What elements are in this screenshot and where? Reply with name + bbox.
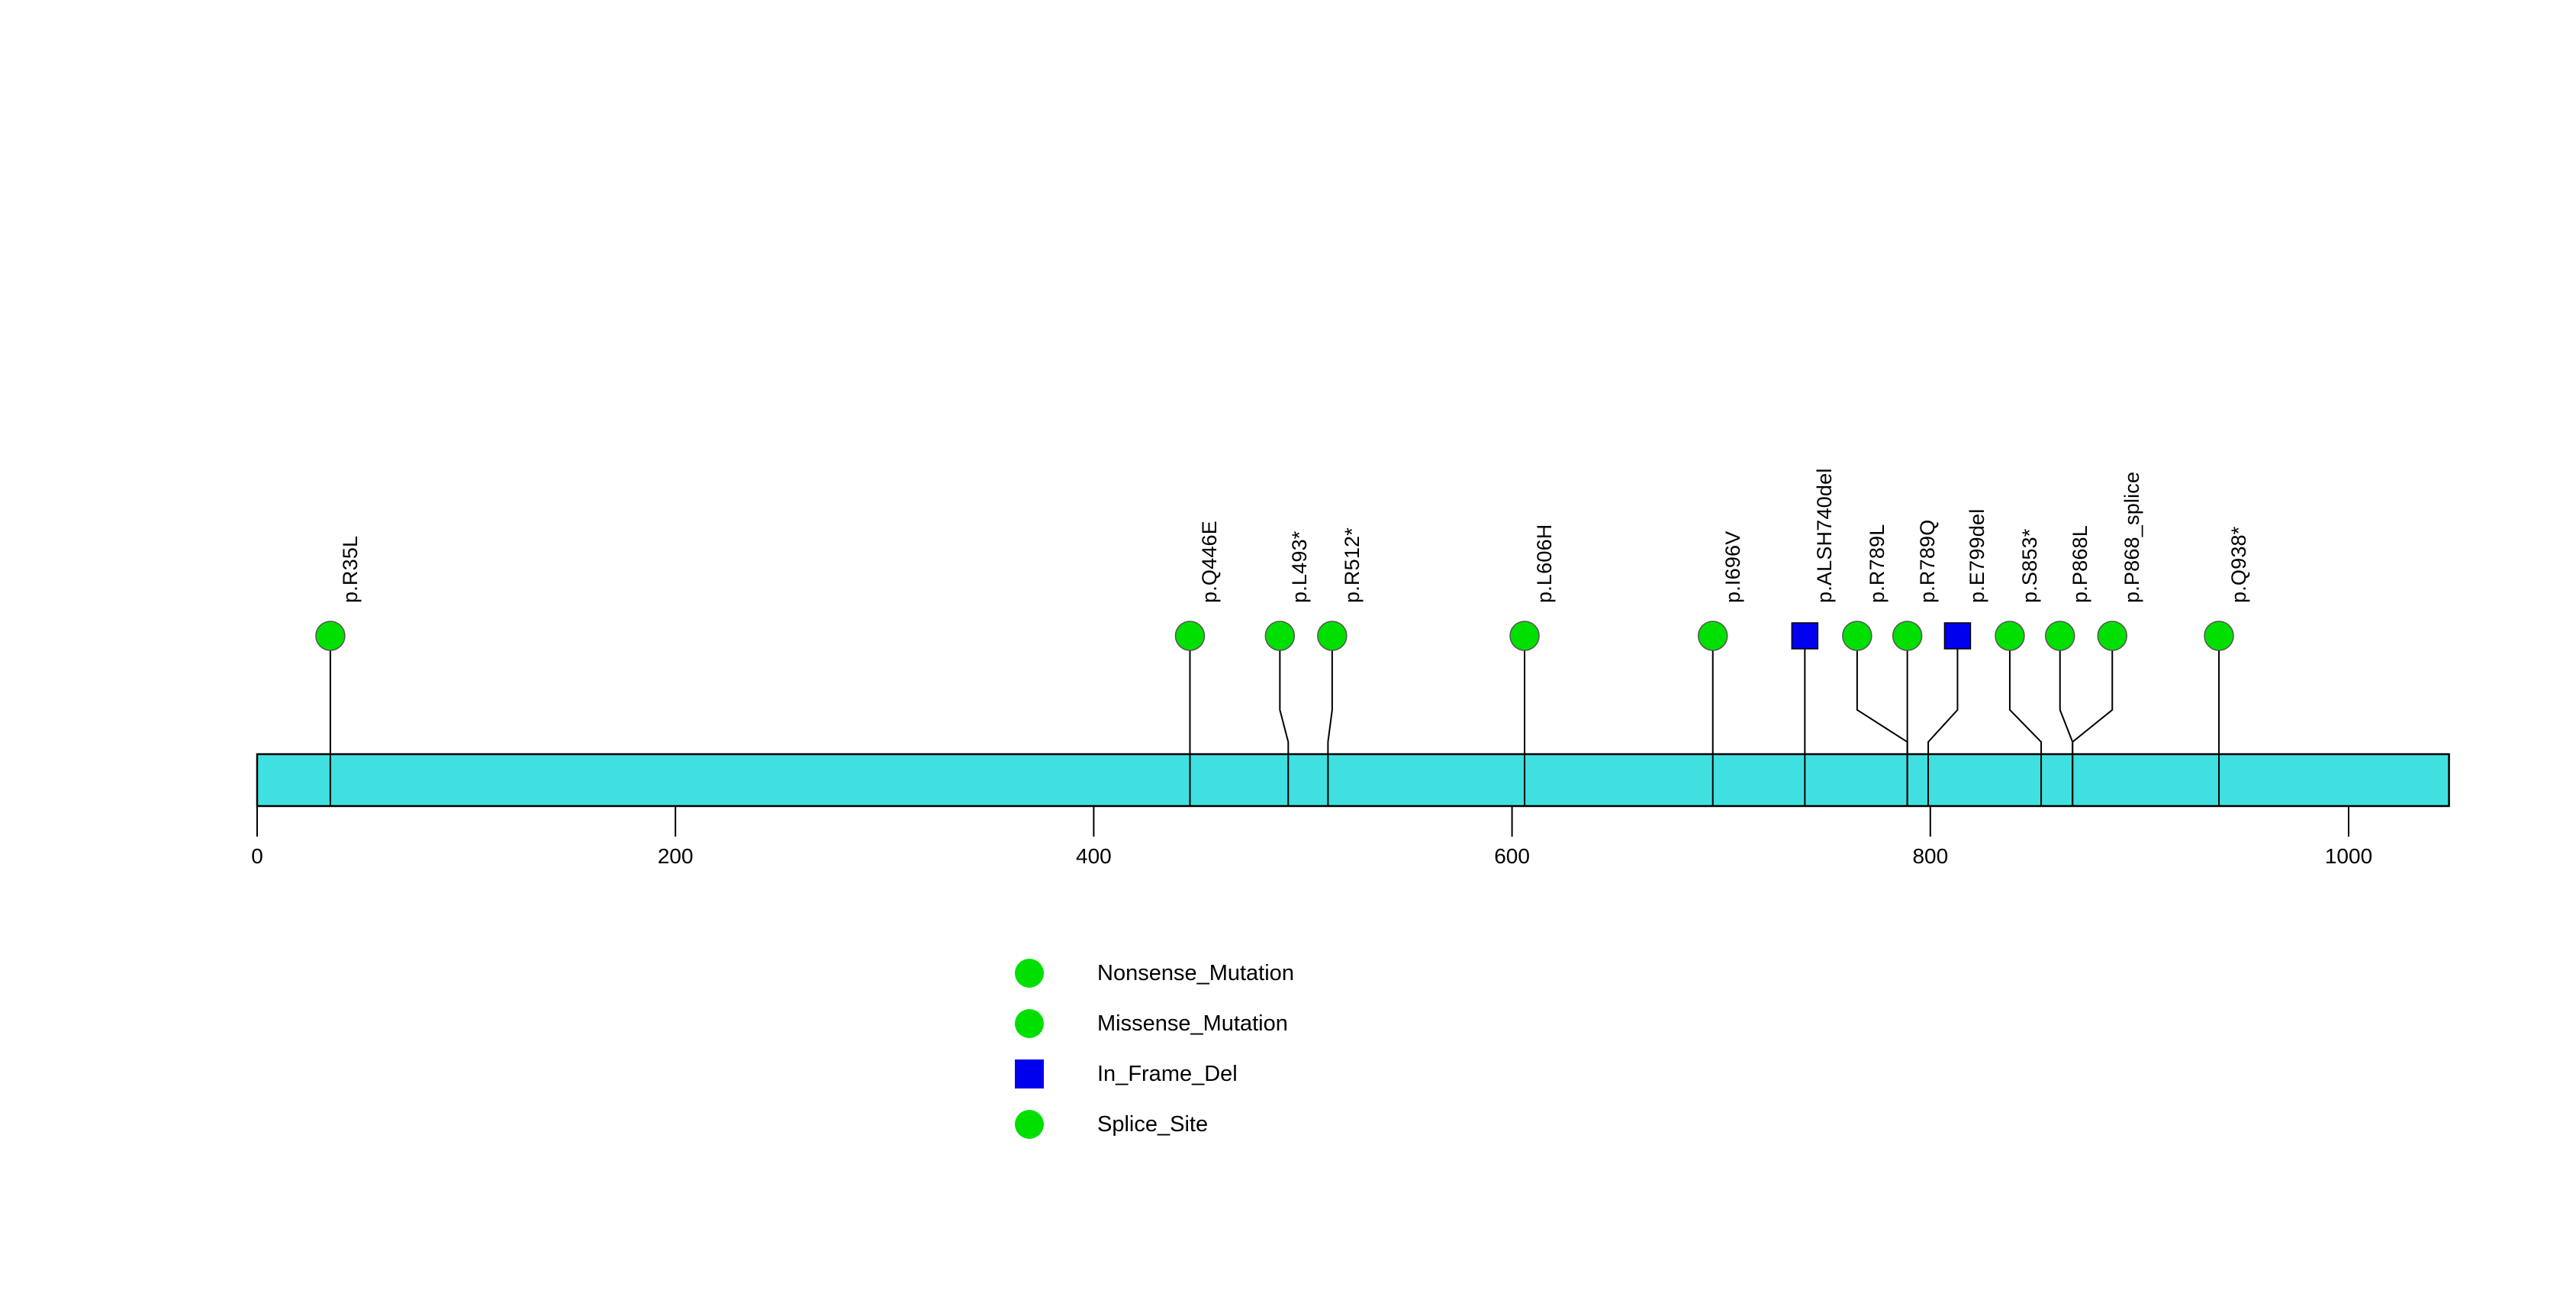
lollipop-head[interactable] [2204, 621, 2234, 651]
lollipop-marker[interactable] [1264, 621, 1296, 806]
axis-tick-label: 600 [1494, 844, 1530, 868]
lollipop-head[interactable] [315, 621, 346, 651]
lollipop-stem [2072, 636, 2114, 806]
lollipop-head[interactable] [1174, 621, 1206, 651]
legend-label: In_Frame_Del [1097, 1062, 1238, 1086]
legend-label: Splice_Site [1097, 1112, 1209, 1137]
lollipop-marker[interactable] [1892, 621, 1923, 806]
lollipop-head[interactable] [1509, 621, 1540, 651]
lollipop-stem [1927, 636, 1959, 806]
mutation-label: p.Q938* [2227, 526, 2251, 603]
axis-tick-label: 400 [1076, 844, 1112, 868]
mutation-label: p.I696V [1721, 531, 1744, 603]
lollipop-marker[interactable] [1995, 621, 2043, 806]
lollipop-marker[interactable] [2204, 621, 2234, 806]
mutation-label: p.R789L [1865, 524, 1889, 603]
lollipop-head[interactable] [1842, 621, 1872, 651]
mutation-label: p.ALSH740del [1813, 468, 1837, 603]
lollipop-marker[interactable] [1174, 621, 1206, 806]
lollipop-stem [1327, 636, 1333, 806]
lollipop-stem [1279, 636, 1290, 806]
mutation-label: p.S853* [2017, 528, 2041, 603]
mutation-label: p.R35L [338, 535, 362, 603]
mutation-label: p.L606H [1533, 524, 1557, 603]
axis-tick-label: 1000 [2324, 844, 2373, 868]
legend-label: Nonsense_Mutation [1097, 961, 1294, 985]
mutation-label: p.E799del [1966, 508, 1989, 603]
protein-bar [256, 753, 2450, 808]
lollipop-head[interactable] [1995, 621, 2025, 651]
lollipop-head[interactable] [1943, 622, 1972, 650]
lollipop-head[interactable] [1697, 621, 1728, 651]
lollipop-head[interactable] [1791, 622, 1819, 650]
lollipop-marker[interactable] [1509, 621, 1540, 806]
mutation-label: p.R789Q [1915, 519, 1939, 603]
lollipop-marker[interactable] [315, 621, 346, 806]
lollipop-marker[interactable] [1927, 622, 1972, 806]
axis-tick-label: 200 [657, 844, 694, 868]
lollipop-head[interactable] [1264, 621, 1296, 651]
legend-circle-icon [1015, 1110, 1044, 1139]
mutation-label: p.L493* [1288, 531, 1312, 604]
mutation-label: p.P868_splice [2120, 471, 2144, 603]
mutation-label: p.Q446E [1198, 521, 1222, 603]
lollipop-head[interactable] [2044, 621, 2075, 651]
lollipop-stem [2008, 636, 2043, 806]
lollipop-head[interactable] [2097, 621, 2128, 651]
legend-square-icon [1015, 1059, 1044, 1088]
legend-circle-icon [1015, 1009, 1044, 1038]
mutation-label: p.R512* [1340, 527, 1364, 603]
axis-tick-label: 0 [251, 844, 263, 868]
lollipop-marker[interactable] [2072, 621, 2128, 806]
axis-tick-label: 800 [1912, 844, 1949, 868]
legend-label: Missense_Mutation [1097, 1011, 1288, 1036]
mutation-label: p.P868L [2068, 525, 2091, 603]
lollipop-head[interactable] [1317, 621, 1348, 651]
lollipop-marker[interactable] [1791, 622, 1819, 806]
lollipop-head[interactable] [1892, 621, 1923, 651]
lollipop-marker[interactable] [1697, 621, 1728, 806]
lollipop-marker[interactable] [1317, 621, 1348, 806]
legend-circle-icon [1015, 959, 1044, 988]
